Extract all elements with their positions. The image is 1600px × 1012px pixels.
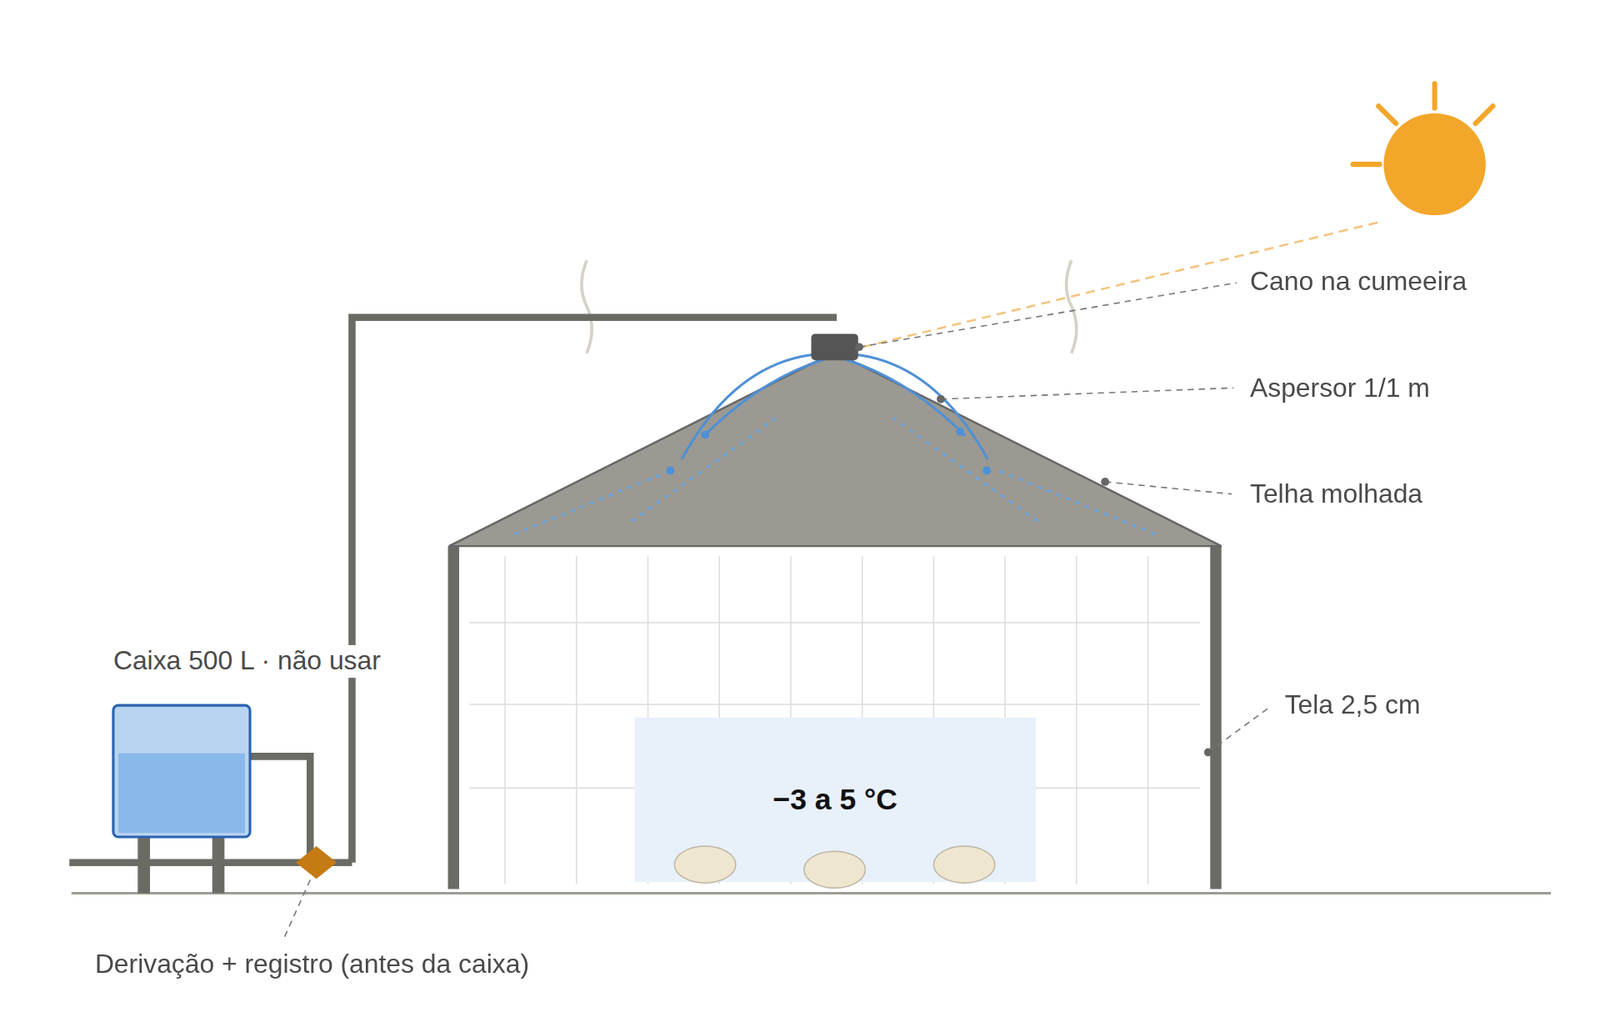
eggs (674, 845, 995, 888)
mesh-label: Tela 2,5 cm (1285, 689, 1421, 721)
wet-tile-label: Telha molhada (1250, 478, 1423, 510)
temperature-range: −3 a 5 °C (773, 781, 898, 818)
post (1210, 545, 1221, 889)
valve (295, 845, 337, 879)
tank-label: Caixa 500 L · não usar (110, 645, 384, 677)
mesh-screen (469, 555, 1200, 884)
branch-valve-label: Derivação + registro (antes da caixa) (95, 948, 530, 980)
tank-leg (212, 835, 225, 894)
heat-wave (581, 260, 592, 353)
sprinkler-spray (681, 354, 988, 460)
sun (1353, 83, 1494, 215)
water-film (510, 418, 1160, 536)
spray-drops (666, 427, 991, 475)
tank-heading: Caixa 500 L · não usar (110, 645, 384, 677)
tank-water (118, 753, 245, 834)
post (448, 545, 460, 889)
roof (449, 351, 1222, 546)
leader-line (282, 282, 1270, 941)
ridge-pipe (810, 333, 858, 360)
heat-wave (1066, 260, 1077, 353)
leader-dot (855, 342, 1213, 756)
water-pipe (69, 317, 837, 863)
water-tank (113, 705, 250, 837)
tank-leg (137, 835, 150, 894)
temperature-zone: −3 a 5 °C (635, 717, 1036, 882)
sprinkler-label: Aspersor 1/1 m (1250, 371, 1430, 404)
ground (71, 891, 1552, 895)
ridge-pipe-label: Cano na cumeeira (1250, 265, 1467, 298)
